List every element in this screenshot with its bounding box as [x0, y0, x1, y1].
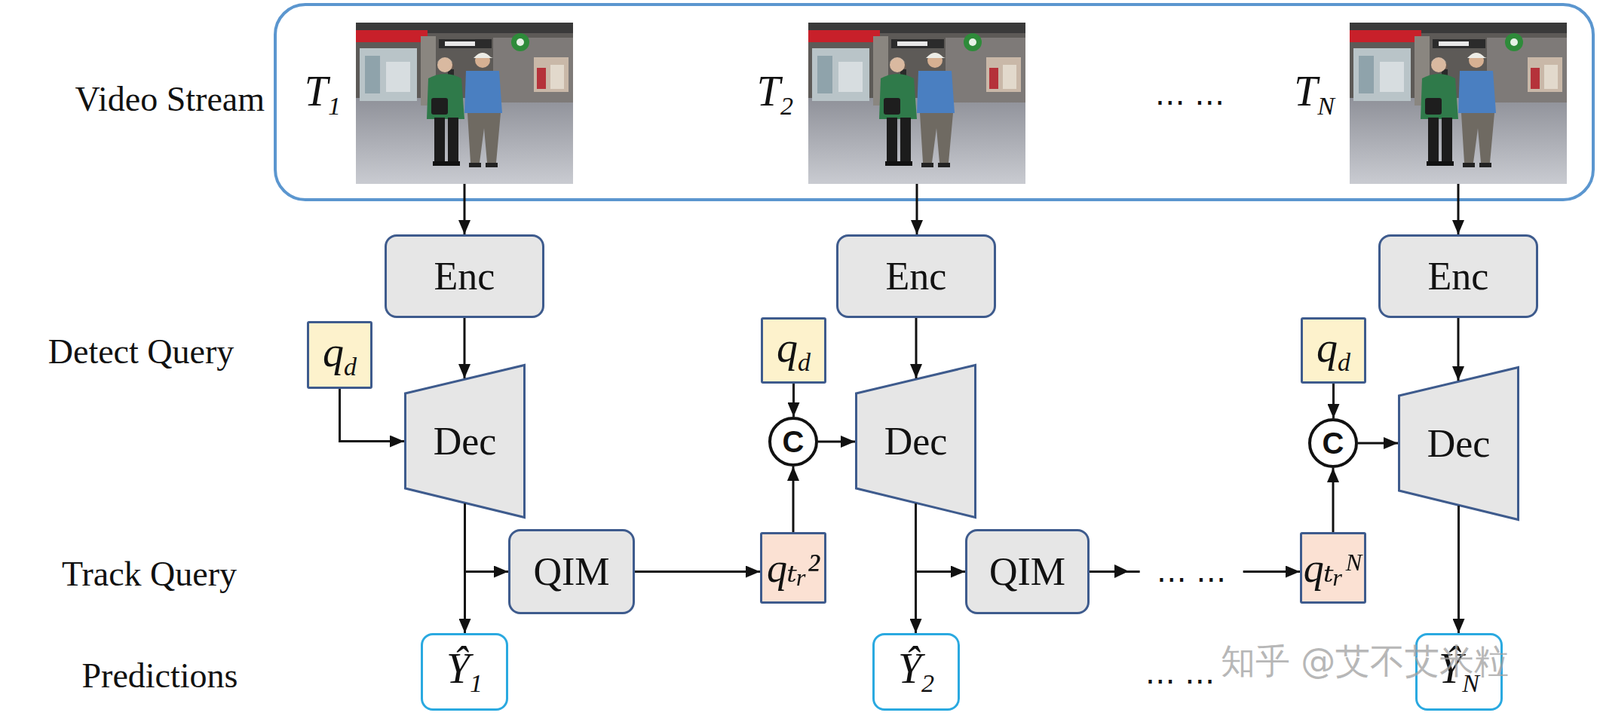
- node-text: qd: [322, 331, 357, 381]
- flow-arrow: [1457, 318, 1460, 381]
- video-stream-band: Video StreamT1T2TN: [273, 3, 1595, 202]
- node-text: T2: [757, 70, 794, 120]
- detect-query-box: qd: [306, 321, 373, 390]
- flow-arrow: [1357, 442, 1398, 445]
- flow-arrow: [1457, 183, 1460, 235]
- prediction-box: Ŷ1: [420, 633, 509, 712]
- node-text: Dec: [1427, 424, 1491, 464]
- concat-node: C: [768, 416, 819, 467]
- node-text: QIM: [989, 552, 1066, 592]
- ellipsis: … …: [1145, 658, 1216, 689]
- node-text: T1: [304, 70, 341, 120]
- node-text: qd: [1316, 326, 1351, 376]
- node-text: C: [1322, 428, 1345, 459]
- node-text: Dec: [433, 422, 497, 462]
- flow-arrow: [916, 183, 919, 235]
- video-frame-image: [355, 22, 574, 184]
- flow-arrow: [463, 183, 466, 235]
- flow-arrow: [792, 383, 795, 417]
- video-frame: TN: [1349, 22, 1567, 184]
- node-text: Enc: [885, 257, 948, 297]
- node-text: Ŷ1: [446, 647, 483, 697]
- flow-arrow: [1332, 468, 1335, 533]
- qim-box: QIM: [965, 529, 1090, 615]
- node-text: qₜᵣᴺ: [1303, 548, 1363, 589]
- detect-query-box: qd: [760, 317, 827, 384]
- video-frame: T1: [355, 22, 574, 184]
- row-label: Predictions: [82, 659, 239, 694]
- node-text: qₜᵣ²: [766, 548, 820, 589]
- row-label: Detect Query: [48, 334, 235, 370]
- prediction-box: Ŷ2: [872, 633, 960, 712]
- flow-arrow: [340, 389, 405, 442]
- flow-arrow: [634, 570, 761, 574]
- flow-arrow: [1457, 505, 1460, 634]
- encoder-box: Enc: [384, 234, 545, 319]
- node-text: Enc: [434, 257, 496, 297]
- concat-node: C: [1308, 418, 1358, 469]
- ellipsis: … …: [1155, 79, 1226, 110]
- ellipsis: … …: [1140, 553, 1244, 590]
- node-text: TN: [1293, 70, 1335, 120]
- watermark: 知乎 @艾不艾米粒: [1220, 643, 1510, 679]
- node-text: Dec: [884, 422, 948, 462]
- row-label: Track Query: [61, 557, 237, 592]
- node-text: Video Stream: [75, 82, 265, 117]
- flow-arrow: [792, 466, 795, 533]
- node-text: QIM: [533, 552, 610, 592]
- node-text: Ŷ2: [898, 647, 935, 697]
- track-query-box: qₜᵣ²: [760, 532, 827, 604]
- decoder-node: Dec: [1397, 366, 1520, 522]
- node-text: qd: [776, 326, 811, 376]
- video-frame-image: [808, 22, 1026, 184]
- flow-arrow: [1332, 383, 1335, 419]
- flow-arrow: [818, 441, 856, 444]
- flow-arrow: [915, 318, 918, 379]
- encoder-box: Enc: [836, 234, 997, 319]
- video-frame: T2: [808, 22, 1026, 184]
- track-query-box: qₜᵣᴺ: [1299, 532, 1367, 604]
- encoder-box: Enc: [1378, 234, 1539, 319]
- node-text: C: [782, 426, 805, 457]
- detect-query-box: qd: [1300, 317, 1367, 384]
- qim-box: QIM: [508, 529, 635, 615]
- decoder-node: Dec: [404, 364, 526, 519]
- node-text: Enc: [1428, 257, 1490, 297]
- flow-arrow: [463, 318, 466, 379]
- video-frame-image: [1349, 22, 1567, 184]
- decoder-node: Dec: [855, 364, 977, 519]
- flow-arrow: [465, 503, 509, 573]
